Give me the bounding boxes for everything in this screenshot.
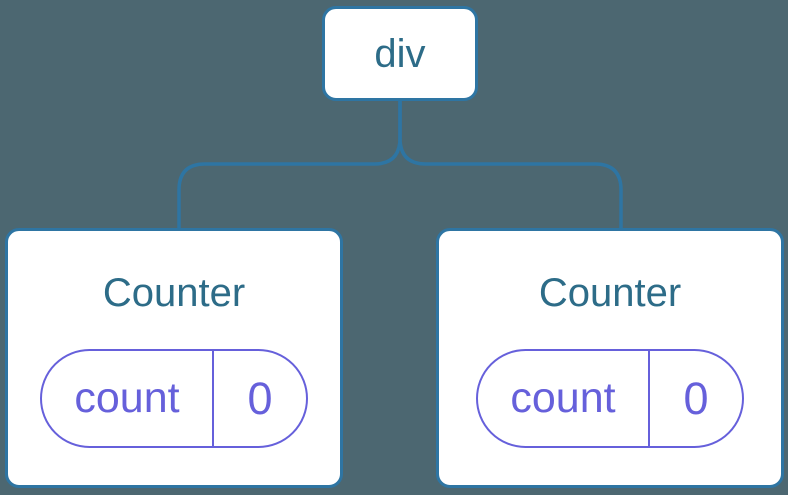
state-key-cell: count bbox=[42, 351, 214, 446]
counter-node-left: Counter count 0 bbox=[5, 228, 343, 488]
state-pill: count 0 bbox=[40, 349, 308, 448]
state-value-label: 0 bbox=[247, 373, 273, 424]
state-value-cell: 0 bbox=[650, 351, 742, 446]
counter-node-right: Counter count 0 bbox=[436, 228, 784, 488]
state-key-cell: count bbox=[478, 351, 650, 446]
state-key-label: count bbox=[74, 374, 180, 422]
state-key-label: count bbox=[510, 374, 616, 422]
state-pill: count 0 bbox=[476, 349, 744, 448]
connector-right-branch bbox=[398, 101, 623, 229]
root-node-label: div bbox=[374, 31, 426, 76]
connector-left-branch bbox=[177, 101, 402, 229]
root-node-div: div bbox=[322, 6, 478, 101]
state-value-cell: 0 bbox=[214, 351, 306, 446]
counter-title: Counter bbox=[102, 271, 246, 315]
counter-title: Counter bbox=[538, 271, 682, 315]
state-value-label: 0 bbox=[683, 373, 709, 424]
